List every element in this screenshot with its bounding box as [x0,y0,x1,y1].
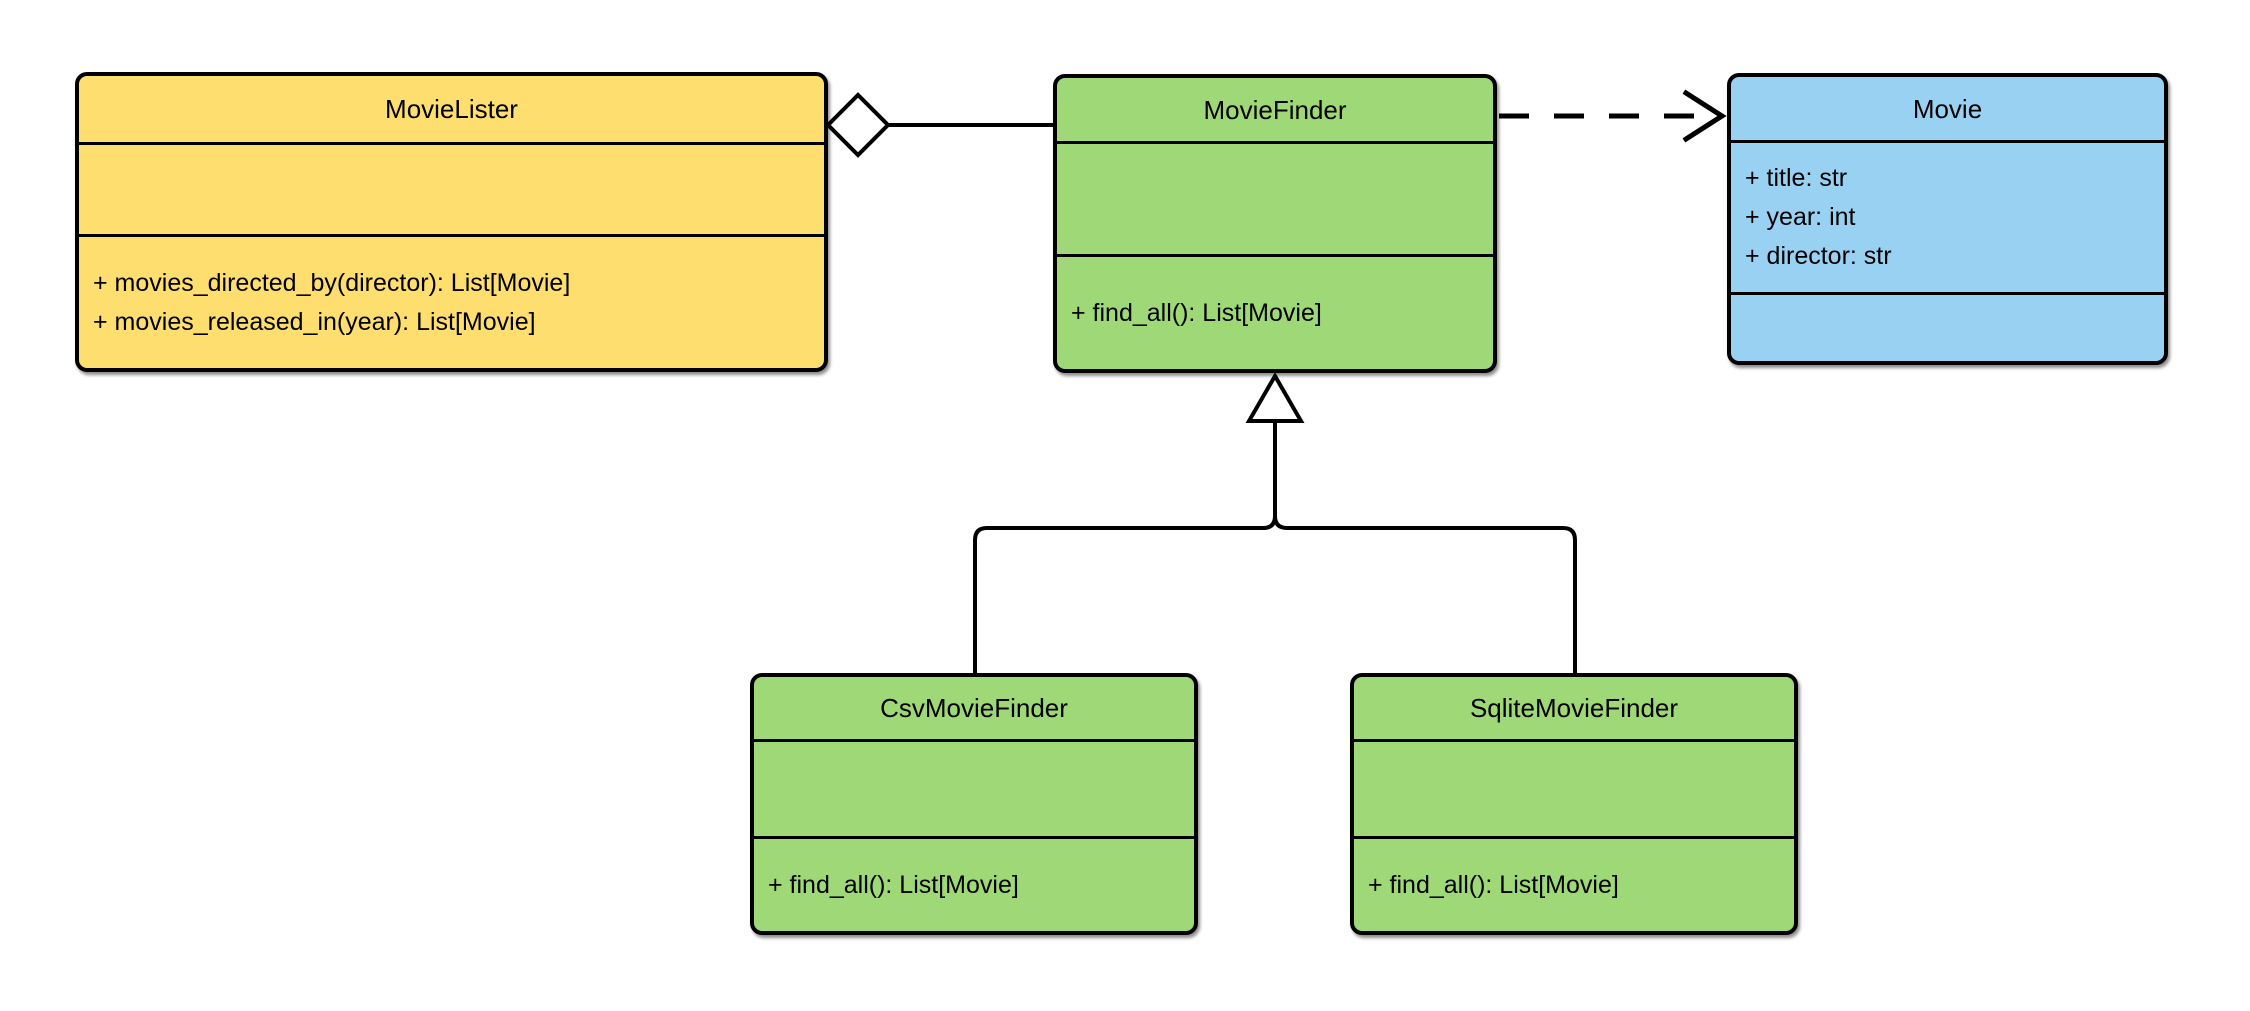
aggregation-diamond [825,92,891,158]
class-name: SqliteMovieFinder [1469,693,1679,723]
method: + movies_directed_by(director): List[Mov… [93,268,571,297]
class-csvmoviefinder-methods-section: + find_all(): List[Movie] [754,839,1194,931]
class-name: CsvMovieFinder [880,693,1068,723]
class-movie-attributes-section: + title: str + year: int + director: str [1731,143,2164,295]
class-name: MovieFinder [1203,94,1347,125]
class-csvmoviefinder: CsvMovieFinder + find_all(): List[Movie] [750,673,1198,935]
class-name: MovieLister [385,94,518,124]
class-sqlitemoviefinder-methods-section: + find_all(): List[Movie] [1354,839,1794,931]
class-name: Movie [1912,93,1983,124]
class-moviefinder-title: MovieFinder [1057,78,1493,144]
class-sqlitemoviefinder: SqliteMovieFinder + find_all(): List[Mov… [1350,673,1798,935]
aggregation-edge-movielister-moviefinder [825,92,1055,158]
open-arrowhead [1682,89,1727,143]
class-movielister-title: MovieLister [79,76,824,145]
generalization-path-sqlite [1273,421,1577,673]
attribute: + title: str [1745,164,1848,192]
class-moviefinder-methods-section: + find_all(): List[Movie] [1057,257,1493,369]
class-moviefinder-attributes-section [1057,144,1493,257]
generalization-edges [973,372,1577,673]
method: + find_all(): List[Movie] [1071,298,1322,327]
class-csvmoviefinder-attributes-section [754,742,1194,839]
class-sqlitemoviefinder-attributes-section [1354,742,1794,839]
attribute: + director: str [1745,242,1892,270]
class-movielister: MovieLister + movies_directed_by(directo… [75,72,828,372]
class-movielister-methods-section: + movies_directed_by(director): List[Mov… [79,237,824,368]
class-movie: Movie + title: str + year: int + directo… [1727,73,2168,365]
class-movielister-attributes-section [79,145,824,237]
class-movie-title: Movie [1731,77,2164,143]
method: + find_all(): List[Movie] [1368,870,1619,899]
method: + movies_released_in(year): List[Movie] [93,307,536,336]
generalization-path-csv [973,421,1277,673]
attribute: + year: int [1745,203,1856,231]
class-moviefinder: MovieFinder + find_all(): List[Movie] [1053,74,1497,373]
class-sqlitemoviefinder-title: SqliteMovieFinder [1354,677,1794,742]
class-movie-methods-section [1731,295,2164,361]
dependency-edge-moviefinder-movie [1499,89,1727,143]
class-csvmoviefinder-title: CsvMovieFinder [754,677,1194,742]
generalization-triangle [1245,372,1305,423]
method: + find_all(): List[Movie] [768,870,1019,899]
